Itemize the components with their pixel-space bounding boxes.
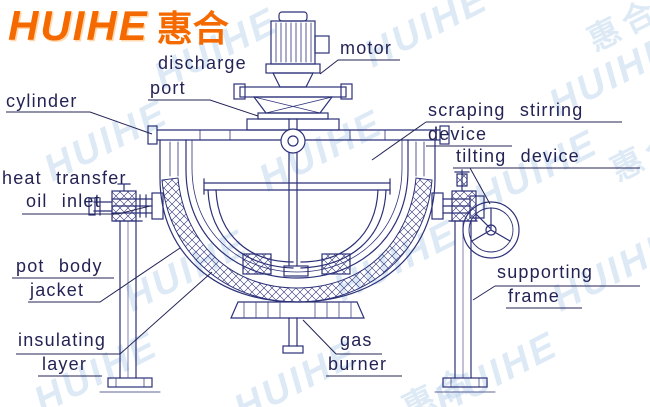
label-heat-transfer-1: heat transfer xyxy=(2,168,127,188)
label-insulating-1: insulating xyxy=(18,330,107,350)
callout-lines xyxy=(6,59,640,377)
label-scraping-stirring-2: device xyxy=(428,124,488,144)
label-supporting-2: frame xyxy=(508,286,561,306)
right-leg xyxy=(434,220,496,393)
label-supporting-1: supporting xyxy=(497,262,594,282)
label-heat-transfer-2: oil inlet xyxy=(26,191,101,211)
label-pot-body-1: pot body xyxy=(16,256,103,276)
gland-seal xyxy=(280,128,306,154)
logo-latin-text: HUIHE xyxy=(8,2,149,49)
motor-assembly xyxy=(265,11,330,88)
left-trunnion xyxy=(88,183,164,222)
label-tilting-device: tilting device xyxy=(456,146,580,166)
label-scraping-stirring-1: scraping stirring xyxy=(428,100,584,120)
logo-chinese-text: 惠合 xyxy=(156,8,229,49)
huihe-logo: HUIHE 惠合 xyxy=(8,0,229,52)
left-leg xyxy=(99,220,161,393)
label-gas-burner-1: gas xyxy=(340,330,373,350)
label-cylinder: cylinder xyxy=(6,91,78,111)
handwheel xyxy=(462,201,520,259)
label-pot-body-2: jacket xyxy=(30,280,85,300)
label-gas-burner-2: burner xyxy=(328,354,388,374)
inner-pot xyxy=(185,139,409,279)
burner-assembly xyxy=(230,301,365,354)
label-discharge-port-1: discharge xyxy=(158,53,247,73)
label-discharge-port-2: port xyxy=(150,78,186,98)
stirrer-arms xyxy=(203,178,391,277)
right-trunnion xyxy=(431,169,491,229)
label-motor: motor xyxy=(340,38,393,58)
motor-mount xyxy=(233,83,353,131)
label-insulating-2: layer xyxy=(42,354,88,374)
